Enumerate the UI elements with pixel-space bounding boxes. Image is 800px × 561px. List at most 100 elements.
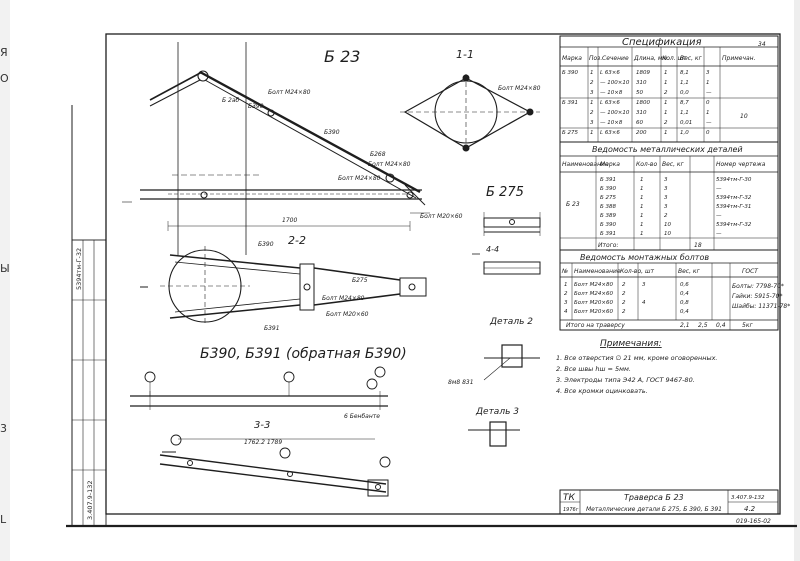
spec-cell: 2: [590, 80, 594, 86]
spec-cell: L 63×6: [600, 100, 620, 106]
spec-cell: 2: [664, 90, 668, 96]
bolts-footer-value: 2,5: [698, 322, 708, 329]
bolts-footer-value: 5кг: [742, 322, 753, 329]
callout-bolt: Болт М24×80: [268, 89, 311, 96]
spec-cell: 1: [664, 100, 668, 106]
title-section-4-4: 4-4: [486, 245, 499, 254]
stamp-code: 3.407.9-132: [86, 480, 94, 520]
spec-header: Длина, мм: [633, 55, 667, 62]
spec-cell: 1800: [636, 100, 650, 106]
note-item: 1. Все отверстия ∅ 21 мм, кроме оговорен…: [556, 354, 718, 362]
title-b23: Б 23: [324, 47, 360, 66]
callout-b390: Б390: [258, 241, 274, 248]
spec-table-grid: [559, 35, 779, 143]
bolt-cell: Болт М20×60: [574, 309, 613, 315]
callout-b2ab: Б 2аб: [222, 97, 240, 104]
note-item: 3. Электроды типа Э42 А, ГОСТ 9467-80.: [556, 376, 695, 384]
metal-cell: 1: [640, 204, 644, 210]
metal-header: Наименование: [562, 161, 609, 168]
spec-cell: — 100×10: [600, 80, 630, 86]
metal-cell: —: [716, 231, 722, 237]
note-item: 4. Все кромки оцинковать.: [556, 387, 648, 395]
callout-b275: Б275: [352, 277, 368, 284]
bolts-gost: Шайбы: 11371-78*: [732, 303, 790, 310]
callout-bolt: Болт М24×80: [322, 295, 365, 302]
bolts-table-grid: [559, 249, 779, 331]
metal-cell: 3: [664, 177, 668, 183]
metal-total-label: Итого:: [598, 242, 619, 249]
tb-org: ТК: [563, 493, 575, 503]
spec-cell: 60: [636, 120, 643, 126]
spec-cell: — 10×8: [600, 120, 623, 126]
metal-cell: 3: [664, 195, 668, 201]
spec-cell: —: [706, 90, 712, 96]
bolt-cell: Болт М20×60: [574, 300, 613, 306]
spec-cell: — 100×10: [600, 110, 630, 116]
metal-cell: Б 391: [600, 231, 616, 237]
b23-elevation: [122, 42, 430, 255]
metal-cell: 1: [640, 195, 644, 201]
bolt-cell: 0,4: [680, 309, 689, 315]
left-edge-strip: [0, 0, 10, 561]
callout-b391: Б391: [264, 325, 280, 332]
bolts-gost: Гайки: 5915-70*: [732, 293, 782, 300]
spec-cell: 1: [590, 130, 594, 136]
spec-cell: — 10×8: [600, 90, 623, 96]
spec-cell: Б 391: [562, 100, 578, 106]
spec-cell: Б 275: [562, 130, 579, 136]
metal-cell: —: [716, 186, 722, 192]
metal-total-value: 18: [694, 242, 702, 249]
edge-char: О: [0, 72, 9, 85]
spec-cell: 8,1: [680, 70, 689, 76]
metal-cell: Б 388: [600, 204, 617, 210]
metal-cell: 3: [664, 186, 668, 192]
callout-bolt: Болт М24×80: [368, 161, 411, 168]
spec-cell: 0,0: [680, 90, 689, 96]
bolt-cell: 1: [564, 282, 568, 288]
spec-cell: Б 390: [562, 70, 579, 76]
metal-cell: 3: [664, 204, 668, 210]
metal-name: Б 23: [566, 201, 580, 208]
metal-cell: Б 391: [600, 177, 616, 183]
metal-header: Вес, кг: [662, 161, 685, 168]
bolt-cell: 3: [564, 300, 568, 306]
spec-cell: 3: [706, 70, 710, 76]
title-section-3-3: 3-3: [254, 420, 270, 431]
metal-cell: 5394тм-Г-32: [716, 222, 752, 228]
page-number: 34: [758, 41, 766, 48]
section-1-1-view: [400, 74, 540, 152]
bolt-cell: Болт М24×80: [574, 282, 613, 288]
spec-cell: 2: [590, 110, 594, 116]
spec-cell: L 63×6: [600, 70, 620, 76]
metal-cell: Б 389: [600, 213, 617, 219]
metal-cell: Б 390: [600, 222, 617, 228]
metal-cell: —: [716, 213, 722, 219]
callout-bolt: Болт М24×80: [498, 85, 541, 92]
tb-year: 1976г: [563, 507, 579, 513]
spec-cell: 1: [706, 110, 710, 116]
metal-header: Номер чертежа: [716, 161, 766, 168]
dim-1700: 1700: [282, 217, 297, 224]
spec-cell: 8,7: [680, 100, 689, 106]
metal-cell: 2: [664, 213, 668, 219]
spec-cell: 1: [706, 80, 710, 86]
spec-title: Спецификация: [622, 37, 702, 48]
bolt-cell: 2: [622, 300, 626, 306]
bolt-cell: 4: [564, 309, 568, 315]
tb-title1: Траверса Б 23: [624, 493, 684, 502]
bolt-cell: 0,6: [680, 282, 689, 288]
metal-cell: 1: [640, 222, 644, 228]
metal-cell: 10: [664, 231, 671, 237]
spec-cell: 50: [636, 90, 643, 96]
metal-cell: 5394тм-Г-30: [716, 177, 752, 183]
spec-cell: 3: [590, 90, 594, 96]
callout-b268: Б268: [370, 151, 386, 158]
edge-char: 3: [0, 422, 7, 435]
metal-cell: 1: [640, 177, 644, 183]
detail-views: [468, 344, 540, 447]
spec-cell: 1: [664, 110, 668, 116]
bolts-gost: Болты: 7798-70*: [732, 283, 784, 290]
